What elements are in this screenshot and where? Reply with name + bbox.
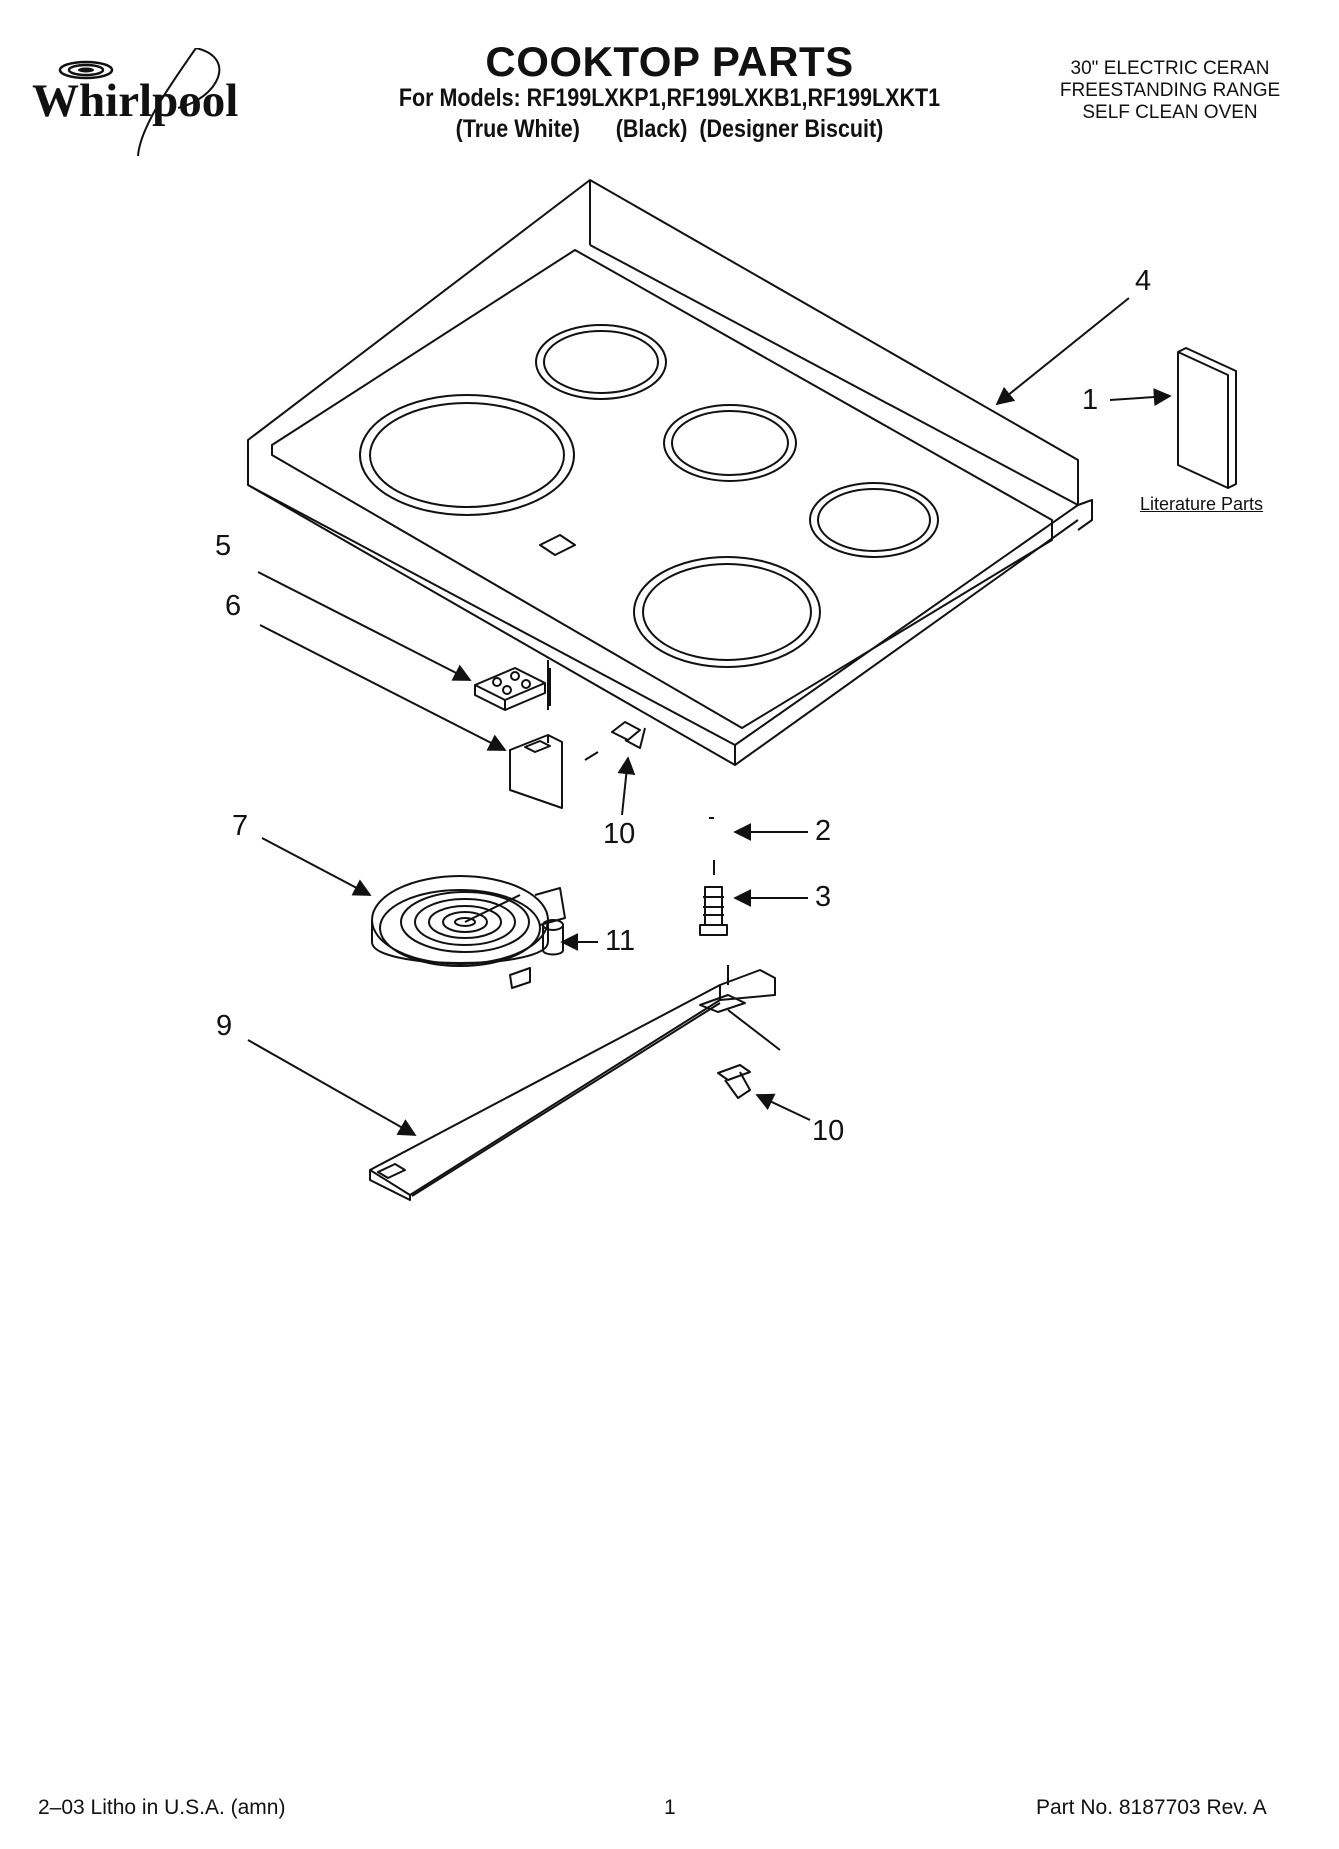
models-line: For Models: RF199LXKP1,RF199LXKB1,RF199L… <box>398 84 941 112</box>
support-bracket-part-9 <box>369 965 776 1201</box>
footer-litho: 2–03 Litho in U.S.A. (amn) <box>38 1796 286 1819</box>
screw-part-10-lower <box>717 1009 781 1099</box>
callout-10-upper: 10 <box>603 818 636 850</box>
callout-1: 1 <box>1082 384 1099 416</box>
leader-6 <box>259 624 507 751</box>
leader-9 <box>247 1039 417 1136</box>
callout-4: 4 <box>1135 265 1152 297</box>
terminal-block-part-5 <box>474 660 551 711</box>
clip-part-2 <box>709 817 715 875</box>
callout-2: 2 <box>815 815 832 847</box>
logo-swirl-icon <box>58 47 221 157</box>
surface-element-part-7 <box>371 875 566 967</box>
literature-parts-label: Literature Parts <box>1140 494 1264 514</box>
product-line-1: 30" ELECTRIC CERAN <box>1070 58 1270 79</box>
screw-part-3 <box>699 886 728 936</box>
callout-9: 9 <box>216 1010 233 1042</box>
leader-4 <box>995 297 1130 406</box>
callout-6: 6 <box>225 590 242 622</box>
product-description: 30" ELECTRIC CERAN FREESTANDING RANGE SE… <box>1010 58 1330 124</box>
callout-7: 7 <box>232 810 249 842</box>
finishes-line: (True White) (Black) (Designer Biscuit) <box>455 115 884 143</box>
leader-1 <box>1109 388 1172 407</box>
footer-part-number: Part No. 8187703 Rev. A <box>1036 1796 1267 1819</box>
callout-5: 5 <box>215 530 232 562</box>
cooktop-glass-part-4 <box>247 179 1093 766</box>
callout-3: 3 <box>815 881 832 913</box>
footer-page-number: 1 <box>664 1796 676 1819</box>
leader-7 <box>261 837 372 896</box>
whirlpool-logo: Whirlpool <box>28 47 268 158</box>
page-title: COOKTOP PARTS <box>485 38 854 85</box>
leader-10-upper <box>617 756 636 816</box>
leader-5 <box>257 571 472 681</box>
bracket-part-6 <box>509 734 563 809</box>
callout-10-lower: 10 <box>812 1115 845 1147</box>
brand-wordmark: Whirlpool <box>32 75 239 127</box>
product-line-2: FREESTANDING RANGE <box>1059 80 1281 101</box>
leader-10-lower <box>755 1093 811 1121</box>
leader-lines <box>247 297 1172 1136</box>
screw-part-10-upper <box>584 721 646 761</box>
callout-11: 11 <box>605 925 636 957</box>
product-line-3: SELF CLEAN OVEN <box>1082 102 1258 123</box>
literature-parts-part-1 <box>1177 347 1237 489</box>
